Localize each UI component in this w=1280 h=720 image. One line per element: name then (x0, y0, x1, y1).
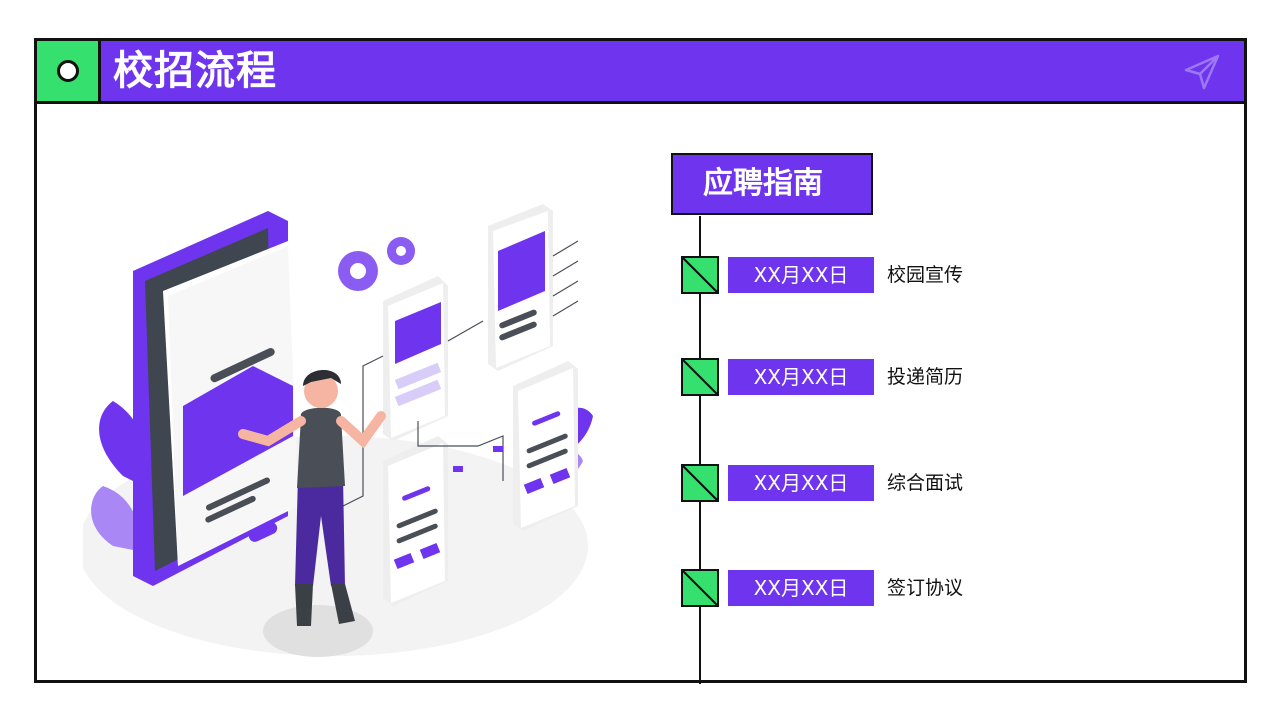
diagonal-square-icon (681, 256, 719, 294)
paper-plane-icon (1184, 54, 1220, 90)
header-badge (37, 41, 101, 101)
step-date: XX月XX日 (728, 465, 874, 501)
slide-frame: 校招流程 (34, 38, 1247, 684)
step-label: 投递简历 (887, 366, 964, 388)
step-label: 签订协议 (887, 577, 964, 599)
page-title: 校招流程 (113, 48, 277, 94)
timeline-step: XX月XX日 签订协议 (681, 569, 1041, 607)
circle-icon (57, 60, 79, 82)
timeline-line (699, 216, 701, 684)
timeline-step: XX月XX日 综合面试 (681, 464, 1041, 502)
header-bar: 校招流程 (37, 41, 1244, 104)
diagonal-square-icon (681, 569, 719, 607)
step-label: 校园宣传 (887, 264, 964, 286)
guide-header: 应聘指南 (671, 153, 873, 215)
step-date: XX月XX日 (728, 570, 874, 606)
step-date: XX月XX日 (728, 257, 874, 293)
timeline-step: XX月XX日 投递简历 (681, 358, 1041, 396)
timeline-step: XX月XX日 校园宣传 (681, 256, 1041, 294)
step-label: 综合面试 (887, 472, 964, 494)
recruitment-illustration (83, 204, 593, 657)
step-date: XX月XX日 (728, 359, 874, 395)
diagonal-square-icon (681, 464, 719, 502)
guide-title: 应聘指南 (703, 166, 823, 201)
diagonal-square-icon (681, 358, 719, 396)
